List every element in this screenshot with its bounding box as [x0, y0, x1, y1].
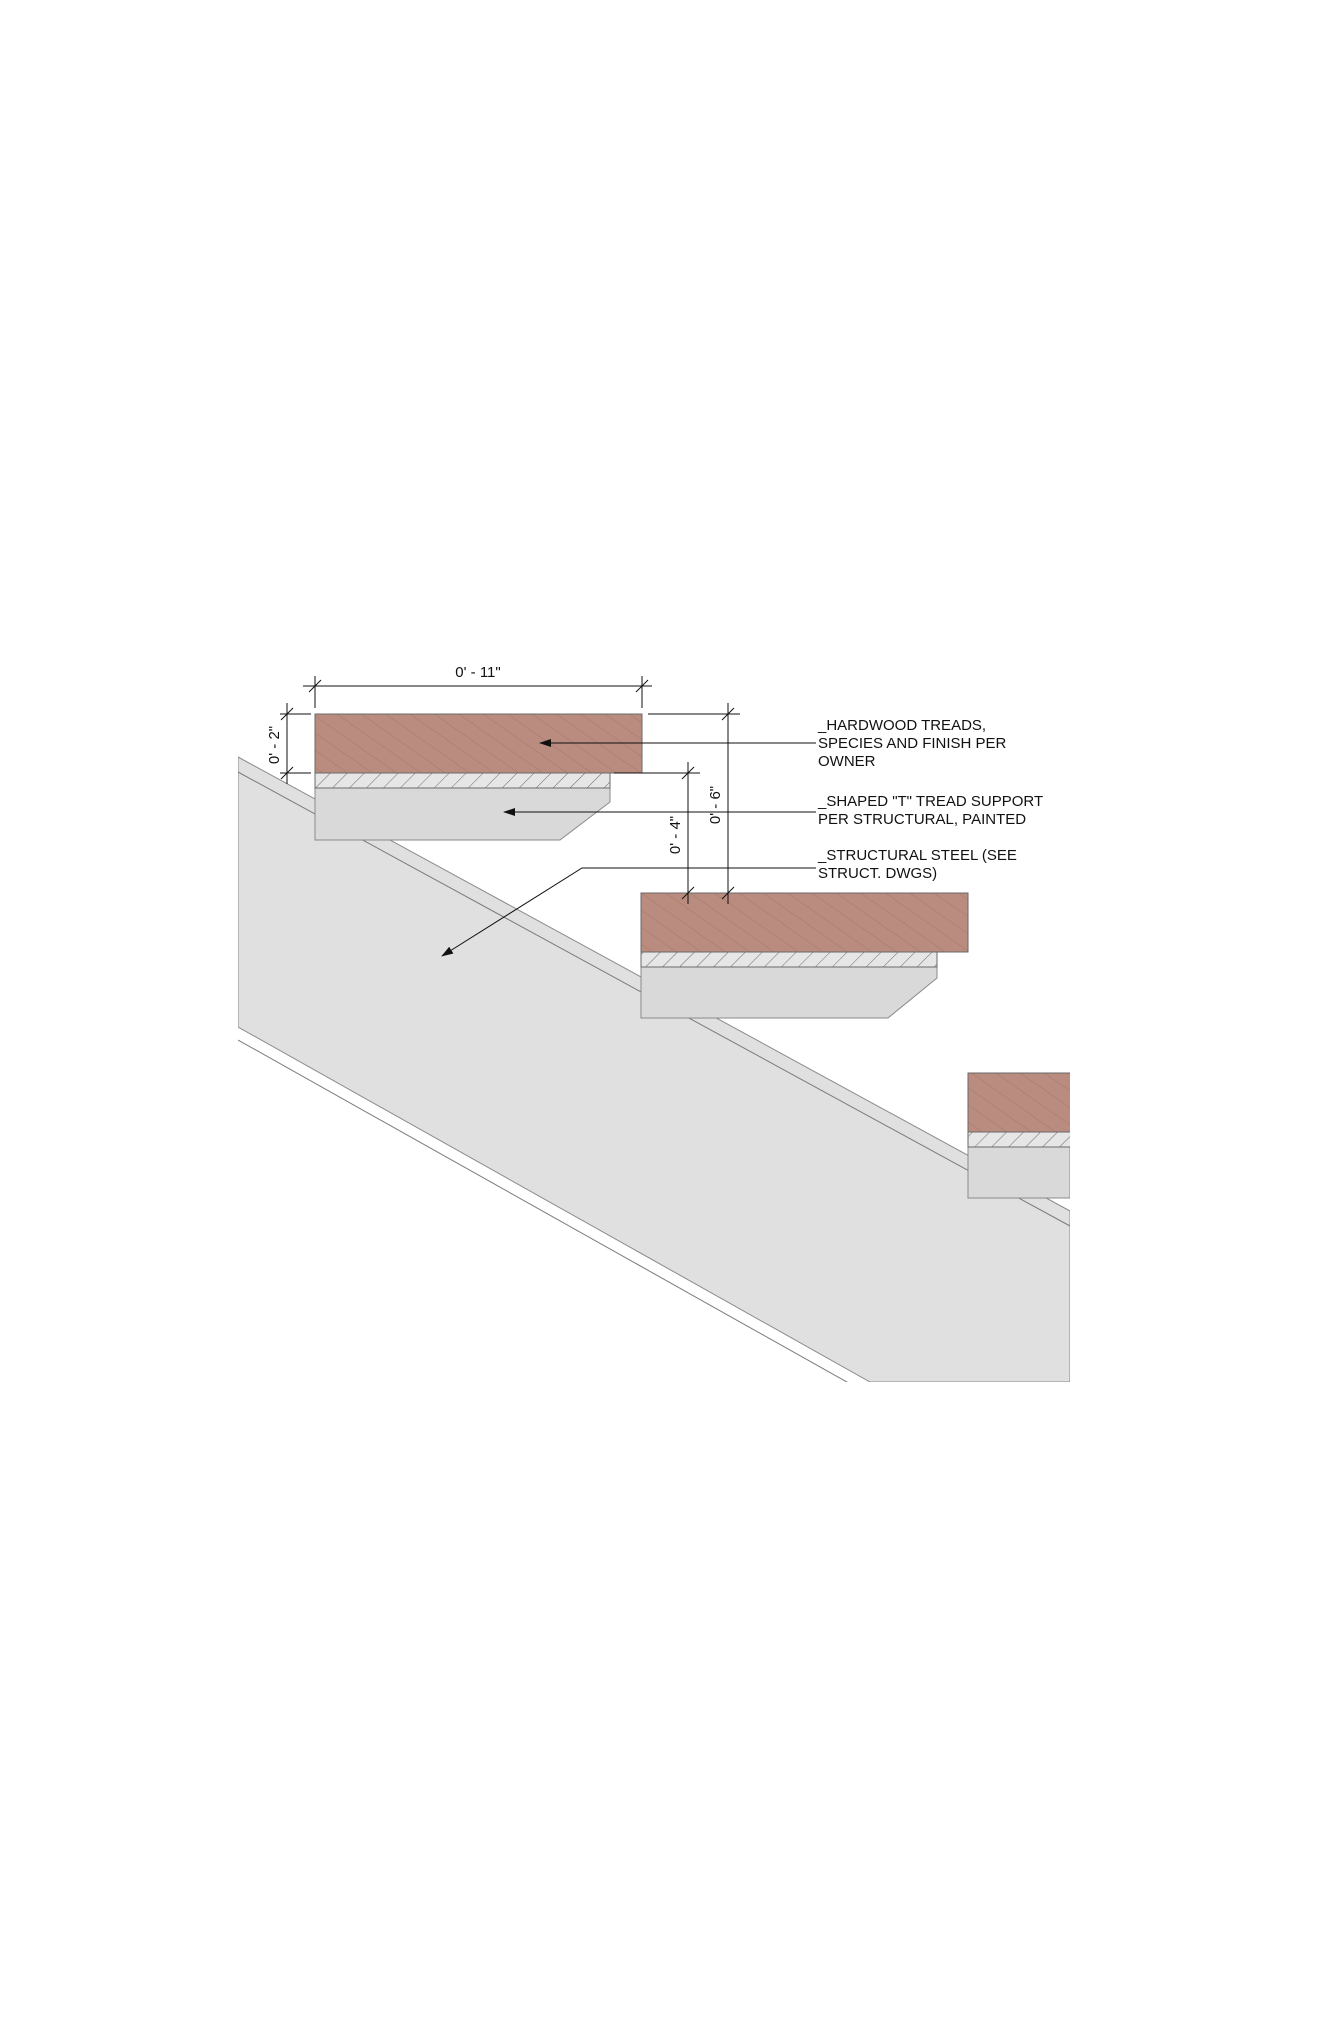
note-tread-support-line-1: _SHAPED "T" TREAD SUPPORT: [817, 793, 1043, 810]
hardwood-tread-3: [967, 1072, 1070, 1133]
tread-support-2: [640, 966, 938, 1019]
support-flange-1: [314, 772, 611, 789]
stringer-bottom-flange-line: [238, 1039, 848, 1382]
note-tread-support: _SHAPED "T" TREAD SUPPORT PER STRUCTURAL…: [817, 793, 1043, 828]
tread-support-3: [967, 1146, 1070, 1199]
dimension-tread-thickness: 0' - 2": [266, 703, 311, 784]
tread-assembly-3: [967, 1072, 1070, 1199]
leader-structural-steel: [441, 867, 816, 957]
note-structural-steel-line-1: _STRUCTURAL STEEL (SEE: [817, 847, 1017, 864]
support-flange-3: [967, 1131, 1070, 1148]
note-hardwood-treads: _HARDWOOD TREADS, SPECIES AND FINISH PER…: [817, 717, 1007, 770]
structural-steel-stringer: [238, 756, 1070, 1382]
dimension-label-total-rise: 0' - 6": [707, 786, 724, 824]
support-flange-2: [640, 951, 938, 968]
hardwood-tread-2: [640, 892, 969, 953]
tread-support-1: [314, 787, 611, 841]
note-tread-support-line-2: PER STRUCTURAL, PAINTED: [818, 811, 1026, 828]
note-hardwood-treads-line-1: _HARDWOOD TREADS,: [817, 717, 986, 734]
dimension-total-rise: 0' - 6": [648, 703, 740, 904]
tread-assembly-1: [314, 713, 643, 841]
dimension-label-tread-thickness: 0' - 2": [266, 726, 283, 764]
dimension-label-support-rise: 0' - 4": [667, 816, 684, 854]
note-hardwood-treads-line-3: OWNER: [818, 753, 876, 770]
dimension-tread-width: 0' - 11": [303, 664, 652, 708]
dimension-label-tread-width: 0' - 11": [455, 664, 500, 681]
dimension-support-rise: 0' - 4": [614, 762, 700, 904]
note-structural-steel: _STRUCTURAL STEEL (SEE STRUCT. DWGS): [817, 847, 1017, 882]
tread-assembly-2: [640, 892, 969, 1019]
note-hardwood-treads-line-2: SPECIES AND FINISH PER: [818, 735, 1007, 752]
note-structural-steel-line-2: STRUCT. DWGS): [818, 865, 937, 882]
